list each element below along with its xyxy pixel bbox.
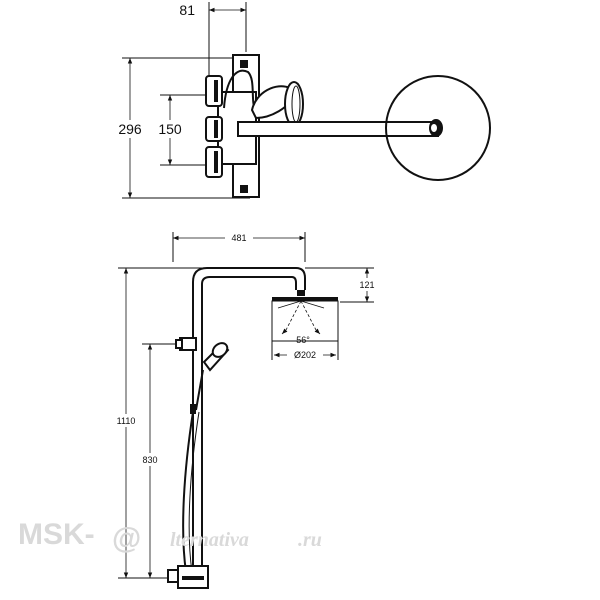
dim-width-81: 81 <box>179 2 247 78</box>
handle-bottom <box>205 146 223 178</box>
watermark-script: lternativa <box>170 529 249 551</box>
watermark-tld: .ru <box>298 529 322 551</box>
slide-holder <box>175 337 197 351</box>
dim-label-121: 121 <box>359 280 374 290</box>
handle-top <box>205 75 223 107</box>
overhead-head-top <box>385 75 491 181</box>
dim-label-481: 481 <box>231 233 246 243</box>
dim-label-202: Ø202 <box>294 350 316 360</box>
dim-reach-481: 481 <box>172 231 306 262</box>
watermark-brand: MSK- <box>18 518 95 551</box>
dim-label-56: 56° <box>296 335 310 345</box>
dim-label-830: 830 <box>142 455 157 465</box>
dim-total-height-1110: 1110 <box>110 267 205 579</box>
dim-head-height-121: 121 <box>305 267 378 303</box>
dim-label-81: 81 <box>179 2 195 18</box>
mixer-side <box>167 565 209 589</box>
riser-pipe <box>192 267 306 578</box>
arm-bracket <box>223 69 257 113</box>
side-view: 481 121 1110 830 <box>110 231 378 589</box>
watermark: MSK- @ lternativa .ru <box>18 518 322 555</box>
top-view: 81 296 150 <box>114 2 491 199</box>
hand-shower-side <box>190 342 230 414</box>
dim-head-diameter-202: Ø202 <box>271 341 339 362</box>
handle-middle <box>205 116 223 142</box>
watermark-at-logo: @ <box>112 522 141 555</box>
shower-arm-top <box>237 121 439 137</box>
dim-label-1110: 1110 <box>117 416 136 426</box>
dim-label-150: 150 <box>158 121 182 137</box>
dim-height-296: 296 <box>114 57 250 199</box>
dim-label-296: 296 <box>118 121 142 137</box>
shower-hose <box>182 411 194 573</box>
dim-holder-height-830: 830 <box>136 343 178 578</box>
hand-shower-top <box>250 81 304 127</box>
overhead-head-side: 56° <box>271 290 339 345</box>
